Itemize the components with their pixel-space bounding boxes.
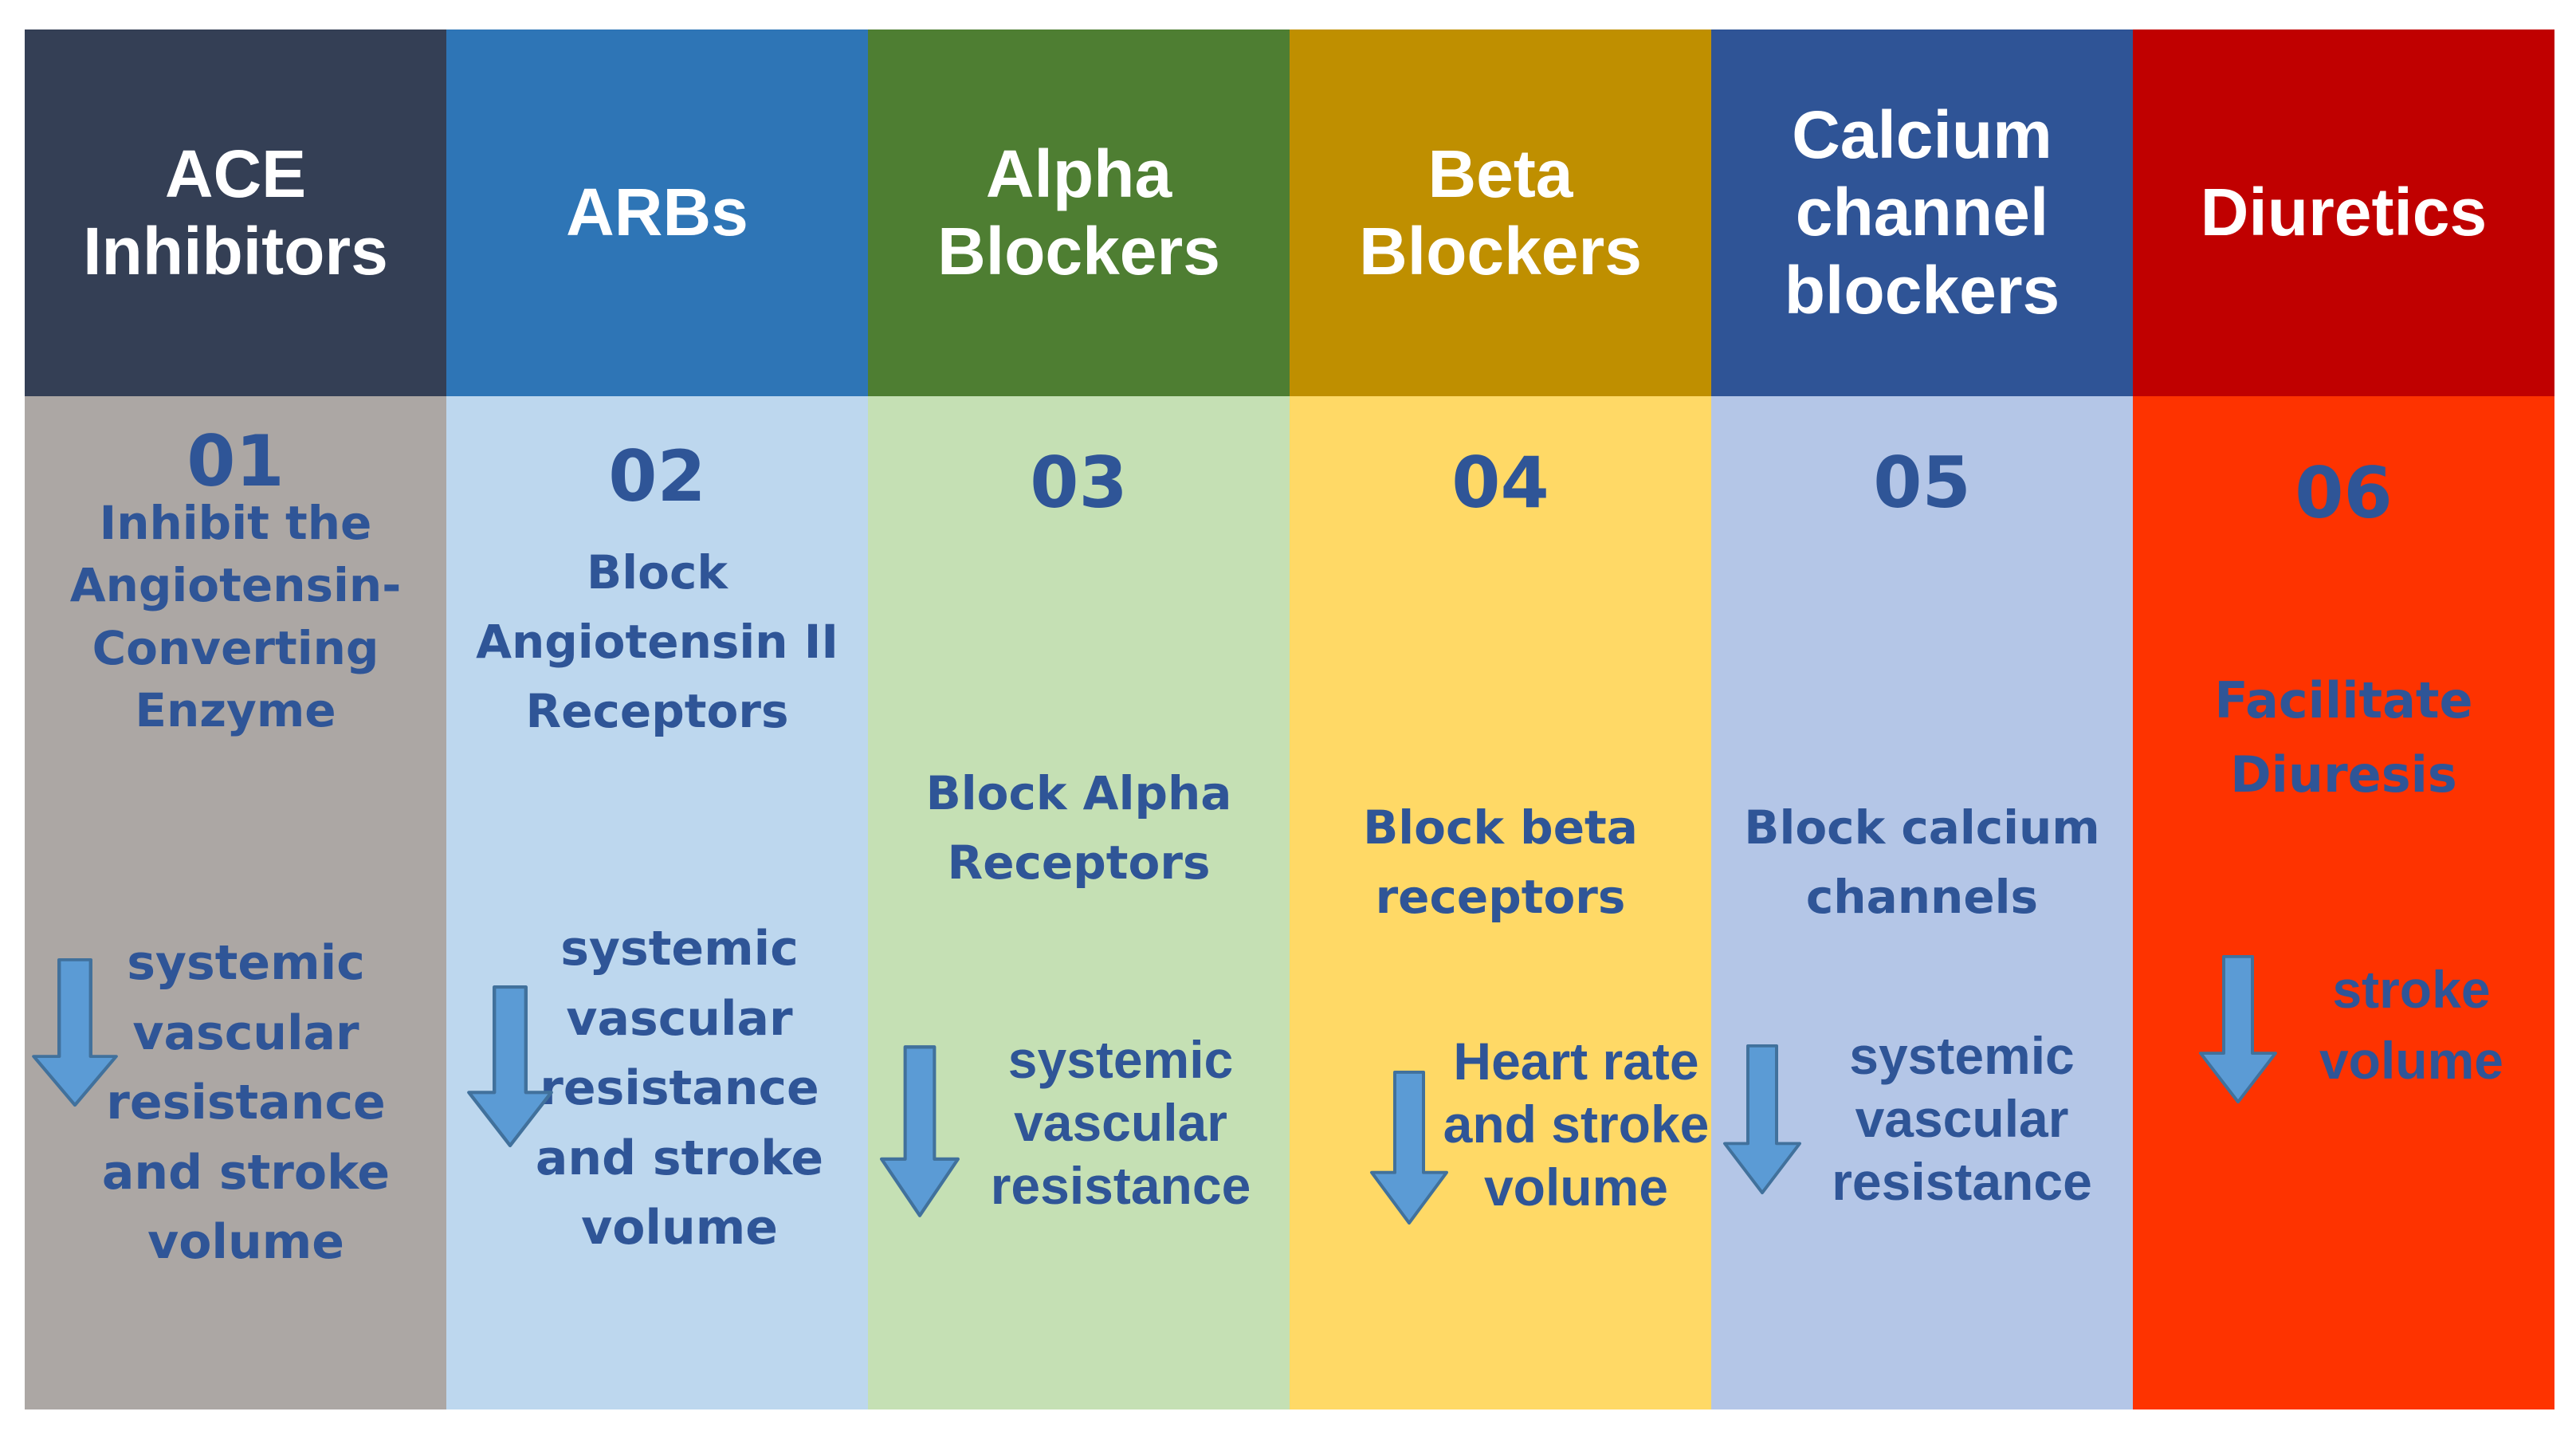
column-body: 02 Block Angiotensin II Receptors system… — [446, 396, 868, 1409]
step-number: 02 — [608, 435, 706, 517]
step-number: 01 — [187, 420, 285, 502]
down-arrow-icon — [467, 985, 553, 1147]
column-header: Diuretics — [2133, 29, 2554, 396]
column-body: 04 Block beta receptors Heart rate and s… — [1290, 396, 1711, 1409]
effect-block: Heart rate and stroke volume — [1290, 1030, 1711, 1225]
effect-text: systemic vascular resistance — [1832, 1026, 2092, 1212]
drug-classes-table: ACE Inhibitors 01 Inhibit the Angiotensi… — [25, 29, 2554, 1409]
effect-block: systemic vascular resistance and stroke … — [25, 929, 446, 1278]
down-arrow-icon — [880, 1045, 960, 1217]
column-header: Beta Blockers — [1290, 29, 1711, 396]
column-header: Calcium channel blockers — [1711, 29, 2133, 396]
column-ace-inhibitors: ACE Inhibitors 01 Inhibit the Angiotensi… — [25, 29, 446, 1409]
column-body: 05 Block calcium channels systemic vascu… — [1711, 396, 2133, 1409]
mechanism-text: Facilitate Diuresis — [2214, 671, 2473, 804]
column-body: 03 Block Alpha Receptors systemic vascul… — [868, 396, 1290, 1409]
column-arbs: ARBs 02 Block Angiotensin II Receptors s… — [446, 29, 868, 1409]
column-header: Alpha Blockers — [868, 29, 1290, 396]
column-header: ACE Inhibitors — [25, 29, 446, 396]
step-number: 05 — [1873, 442, 1971, 524]
down-arrow-icon — [1723, 1044, 1801, 1195]
mechanism-text: Block beta receptors — [1363, 800, 1638, 924]
mechanism-text: Block Alpha Receptors — [925, 766, 1232, 890]
column-calcium-channel-blockers: Calcium channel blockers 05 Block calciu… — [1711, 29, 2133, 1409]
mechanism-text: Block Angiotensin II Receptors — [476, 545, 838, 738]
down-arrow-icon — [32, 957, 118, 1107]
effect-text: systemic vascular resistance — [990, 1030, 1251, 1216]
effect-block: stroke volume — [2133, 954, 2554, 1104]
effect-text: systemic vascular resistance and stroke … — [101, 935, 391, 1271]
effect-text: stroke volume — [2319, 960, 2504, 1091]
effect-block: systemic vascular resistance and stroke … — [446, 914, 868, 1264]
effect-block: systemic vascular resistance — [868, 1028, 1290, 1218]
column-body: 06 Facilitate Diuresis stroke volume — [2133, 396, 2554, 1409]
down-arrow-icon — [1370, 1070, 1448, 1225]
effect-text: Heart rate and stroke volume — [1443, 1032, 1710, 1217]
effect-text: systemic vascular resistance and stroke … — [535, 921, 824, 1256]
column-header: ARBs — [446, 29, 868, 396]
effect-block: systemic vascular resistance — [1711, 1024, 2133, 1214]
column-body: 01 Inhibit the Angiotensin- Converting E… — [25, 396, 446, 1409]
step-number: 04 — [1451, 442, 1549, 524]
column-diuretics: Diuretics 06 Facilitate Diuresis stroke … — [2133, 29, 2554, 1409]
column-beta-blockers: Beta Blockers 04 Block beta receptors He… — [1290, 29, 1711, 1409]
step-number: 06 — [2295, 452, 2393, 534]
mechanism-text: Inhibit the Angiotensin- Converting Enzy… — [69, 496, 402, 737]
down-arrow-icon — [2199, 954, 2277, 1104]
column-alpha-blockers: Alpha Blockers 03 Block Alpha Receptors … — [868, 29, 1290, 1409]
mechanism-text: Block calcium channels — [1744, 800, 2100, 924]
step-number: 03 — [1030, 442, 1128, 524]
